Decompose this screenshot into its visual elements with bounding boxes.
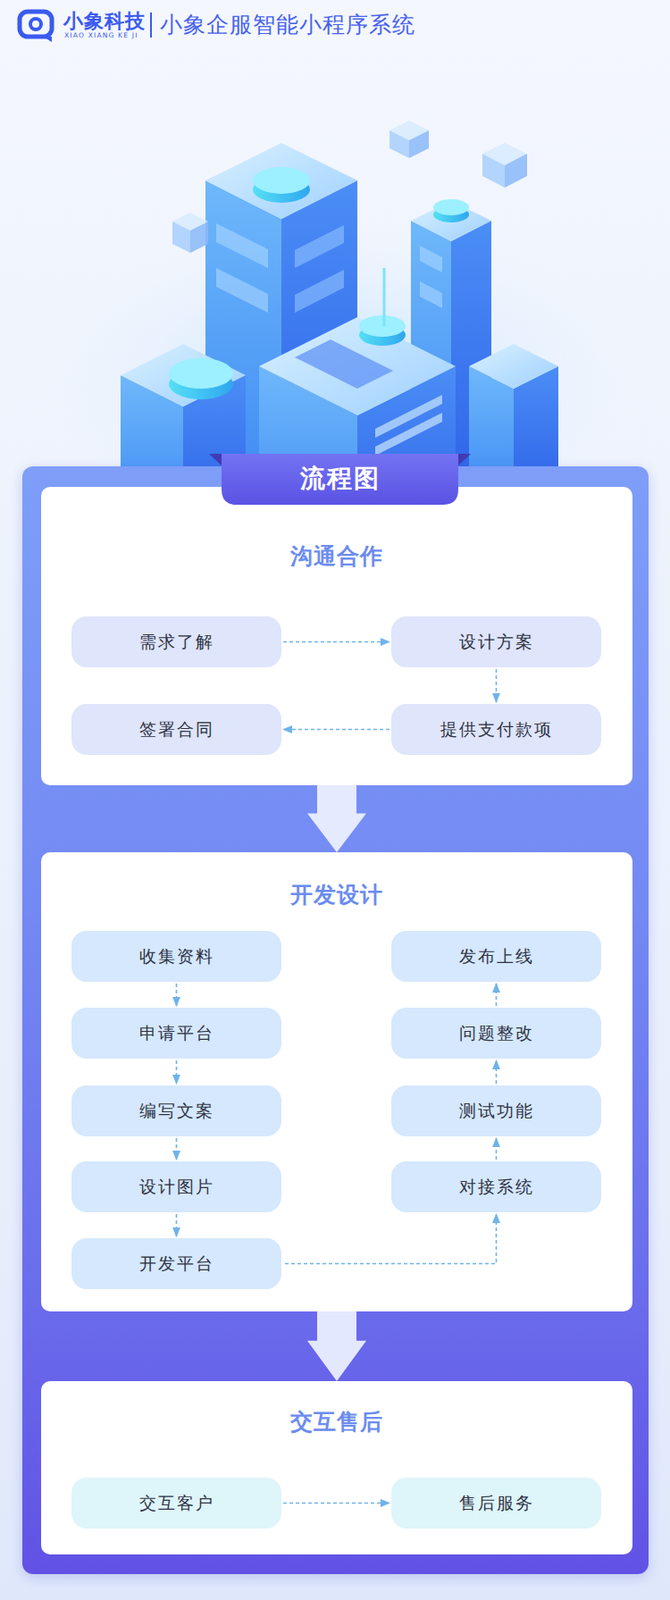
floating-cubes-part — [482, 153, 505, 188]
section-panel: 交互售后交互客户 售后服务 — [41, 1381, 633, 1555]
block-right-part — [469, 343, 559, 389]
step-pill: 对接系统 — [391, 1161, 602, 1213]
step-pill: 设计方案 — [391, 616, 602, 668]
flow-arrow — [175, 1060, 178, 1084]
flow-arrow — [284, 1214, 497, 1265]
flow-arrow — [175, 1138, 178, 1160]
flow-arrow — [495, 983, 498, 1006]
step-label: 设计图片 — [139, 1175, 215, 1199]
brand-name: 小象科技 — [63, 8, 146, 35]
floating-cubes-part — [409, 130, 429, 159]
tower-left-part — [294, 225, 344, 268]
flow-arrow — [283, 641, 390, 644]
block-left-part — [168, 358, 234, 389]
section-panel: 沟通合作需求了解 设计方案签署合同 提供支付款项 — [41, 486, 633, 786]
block-left-part — [120, 343, 246, 407]
flow-arrow — [283, 1502, 390, 1505]
step-pill: 开发平台 — [71, 1238, 282, 1290]
step-pill: 测试功能 — [391, 1085, 602, 1137]
logo-frame — [19, 11, 52, 37]
section-heading: 开发设计 — [41, 879, 633, 910]
step-label: 收集资料 — [139, 945, 215, 969]
step-pill: 提供支付款项 — [391, 703, 602, 755]
step-label: 需求了解 — [139, 630, 215, 654]
section-arrow — [307, 1311, 367, 1382]
flow-arrow — [495, 1138, 498, 1160]
step-label: 设计方案 — [459, 630, 535, 654]
step-pill: 签署合同 — [71, 703, 282, 755]
floating-cubes-part — [504, 153, 528, 188]
step-pill: 申请平台 — [71, 1007, 282, 1059]
brand-pinyin: XIAO XIANG KE JI — [64, 31, 139, 40]
step-label: 提供支付款项 — [440, 718, 553, 742]
section-heading: 沟通合作 — [41, 541, 633, 571]
page-title: 小象企服智能小程序系统 — [159, 9, 416, 40]
ribbon-body — [221, 453, 459, 505]
section-arrow — [307, 785, 367, 853]
tower-right-part — [433, 199, 469, 216]
step-pill: 收集资料 — [71, 930, 282, 982]
block-center-part — [359, 315, 406, 337]
block-center-part — [375, 412, 443, 456]
step-pill: 问题整改 — [391, 1007, 602, 1059]
tower-left-part — [216, 268, 268, 313]
tower-left-part — [205, 142, 358, 219]
flow-arrow — [175, 1214, 178, 1237]
step-label: 申请平台 — [139, 1021, 215, 1046]
block-center-part — [383, 268, 386, 327]
floating-cubes-part — [190, 221, 209, 253]
step-pill: 编写文案 — [71, 1085, 282, 1137]
step-pill: 需求了解 — [71, 616, 282, 668]
header-divider — [150, 12, 152, 38]
step-label: 问题整改 — [459, 1021, 535, 1046]
tower-left-part — [294, 269, 344, 313]
step-label: 开发平台 — [139, 1252, 215, 1276]
ribbon-title: 流程图 — [300, 461, 381, 496]
step-label: 编写文案 — [139, 1099, 215, 1123]
flow-arrow — [495, 1060, 498, 1084]
section-heading: 交互售后 — [41, 1407, 633, 1437]
logo-tail — [42, 36, 52, 42]
block-center-part — [294, 339, 394, 389]
flow-arrow — [495, 669, 498, 703]
logo-eye — [30, 18, 42, 30]
tower-right-part — [419, 245, 443, 273]
floating-cubes — [172, 120, 528, 253]
tower-left-part — [252, 167, 310, 194]
step-label: 对接系统 — [459, 1175, 535, 1199]
step-label: 测试功能 — [459, 1099, 535, 1123]
step-pill: 售后服务 — [391, 1477, 602, 1529]
step-pill: 交互客户 — [71, 1477, 282, 1529]
block-center-part — [259, 317, 456, 416]
ribbon-fold — [209, 453, 222, 466]
floating-cubes-part — [389, 130, 410, 159]
step-label: 售后服务 — [459, 1491, 535, 1516]
step-pill: 发布上线 — [391, 930, 602, 982]
tower-right-part — [419, 281, 443, 309]
step-pill: 设计图片 — [71, 1161, 282, 1213]
step-label: 签署合同 — [139, 718, 215, 742]
ribbon-fold — [458, 453, 471, 466]
flow-arrow — [175, 983, 178, 1006]
section-panel: 开发设计收集资料 发布上线申请平台 问题整改编写文案 测试功能设计图片 对接系统开发平台 — [41, 852, 633, 1312]
tower-left-part — [216, 223, 268, 268]
flow-arrow — [283, 728, 390, 731]
logo-icon — [19, 11, 52, 42]
floating-cubes-part — [172, 221, 191, 253]
step-label: 发布上线 — [459, 945, 535, 969]
step-label: 交互客户 — [139, 1491, 215, 1516]
flow-ribbon: 流程图 — [209, 453, 471, 505]
